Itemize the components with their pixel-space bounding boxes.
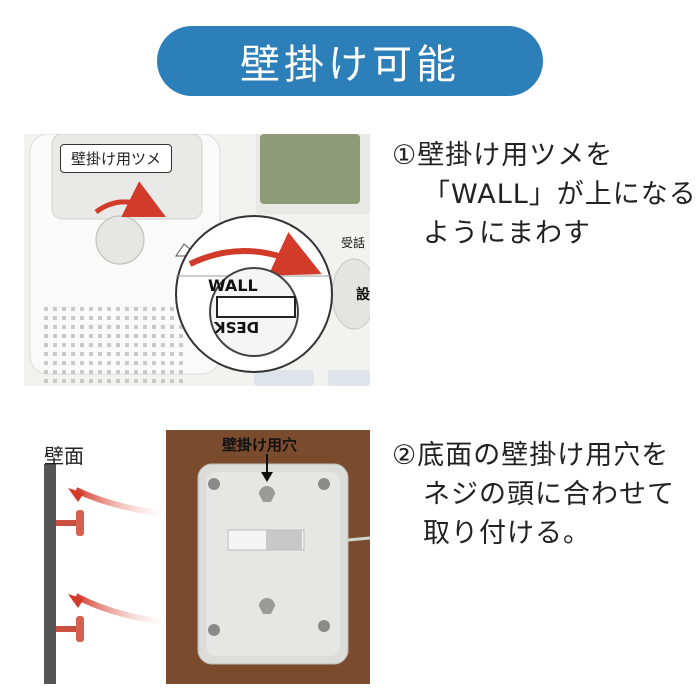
tab-label: 壁掛け用ツメ bbox=[60, 144, 173, 173]
wall-screws-illustration bbox=[44, 464, 167, 684]
button-char: 設 bbox=[356, 287, 370, 303]
step2-line-1: ②底面の壁掛け用穴を bbox=[392, 440, 670, 471]
step2-instructions: ②底面の壁掛け用穴を ネジの頭に合わせて 取り付ける。 bbox=[392, 436, 675, 553]
step2-line-2: ネジの頭に合わせて bbox=[423, 479, 675, 510]
page-title: 壁掛け可能 bbox=[157, 26, 543, 96]
phone-top-illustration bbox=[24, 134, 370, 386]
knob-slot bbox=[216, 296, 296, 318]
button-label: 受話 bbox=[341, 236, 366, 250]
knob-top-label: WALL bbox=[208, 276, 258, 295]
hole-label: 壁掛け用穴 bbox=[222, 436, 298, 454]
step1-line-1: ①壁掛け用ツメを bbox=[392, 140, 614, 171]
step2-line-3: 取り付ける。 bbox=[423, 518, 591, 549]
knob-bottom-label: DESK bbox=[214, 318, 260, 336]
step2-photo: 壁掛け用穴 bbox=[166, 430, 370, 684]
phone-bottom-illustration bbox=[166, 430, 370, 684]
step1-photo: WALL DESK 壁掛け用ツメ 受話 設 bbox=[24, 134, 370, 386]
page-title-text: 壁掛け可能 bbox=[240, 42, 460, 88]
step1-line-3: ようにまわす bbox=[423, 218, 591, 249]
wall-illustration: 壁面 bbox=[24, 430, 167, 684]
step1-line-2: 「WALL」が上になる bbox=[423, 179, 697, 210]
wall-label: 壁面 bbox=[44, 444, 84, 468]
step1-instructions: ①壁掛け用ツメを 「WALL」が上になる ようにまわす bbox=[392, 136, 697, 253]
